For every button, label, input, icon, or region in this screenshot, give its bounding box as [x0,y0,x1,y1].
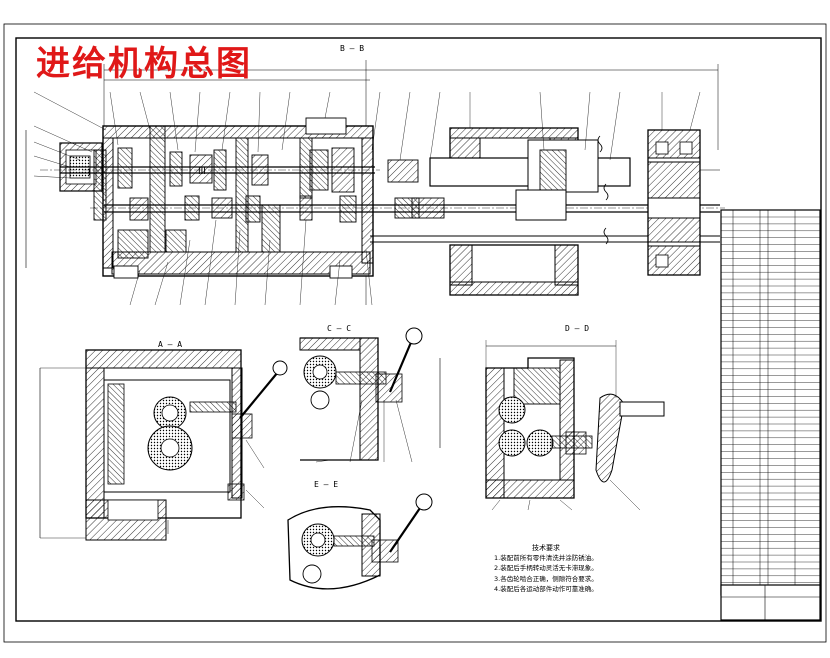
technical-notes: 技术要求 1.装配前所有零件清洗并涂防锈油。 2.装配后手柄转动灵活无卡滞现象。… [494,543,598,594]
svg-text:I: I [88,168,91,178]
view-c-c [299,327,423,463]
note-line: 1.装配前所有零件清洗并涂防锈油。 [494,554,598,563]
parts-list-rows [721,216,820,583]
inner-frame [15,37,822,622]
note-line: 3.各齿轮啮合正确，侧隙符合要求。 [494,574,598,583]
section-label-main: B — B [340,44,365,53]
view-e-e [287,493,433,590]
section-label-d-d: D — D [565,324,590,333]
view-a-a [39,349,288,541]
view-d-d [439,340,665,511]
section-label-c-c: C — C [327,324,352,333]
note-line: 4.装配后各运动部件动作可靠准确。 [494,584,598,593]
drawing-title: 进给机构总图 [36,44,252,84]
parts-list-table [720,209,821,621]
main-section-view: I III [25,60,725,306]
outer-frame [3,23,827,643]
section-label-e-e: E — E [314,480,339,489]
note-line: 2.装配后手柄转动灵活无卡滞现象。 [494,564,598,573]
svg-text:III: III [198,167,206,177]
notes-heading: 技术要求 [532,544,560,552]
section-label-a-a: A — A [158,340,183,349]
